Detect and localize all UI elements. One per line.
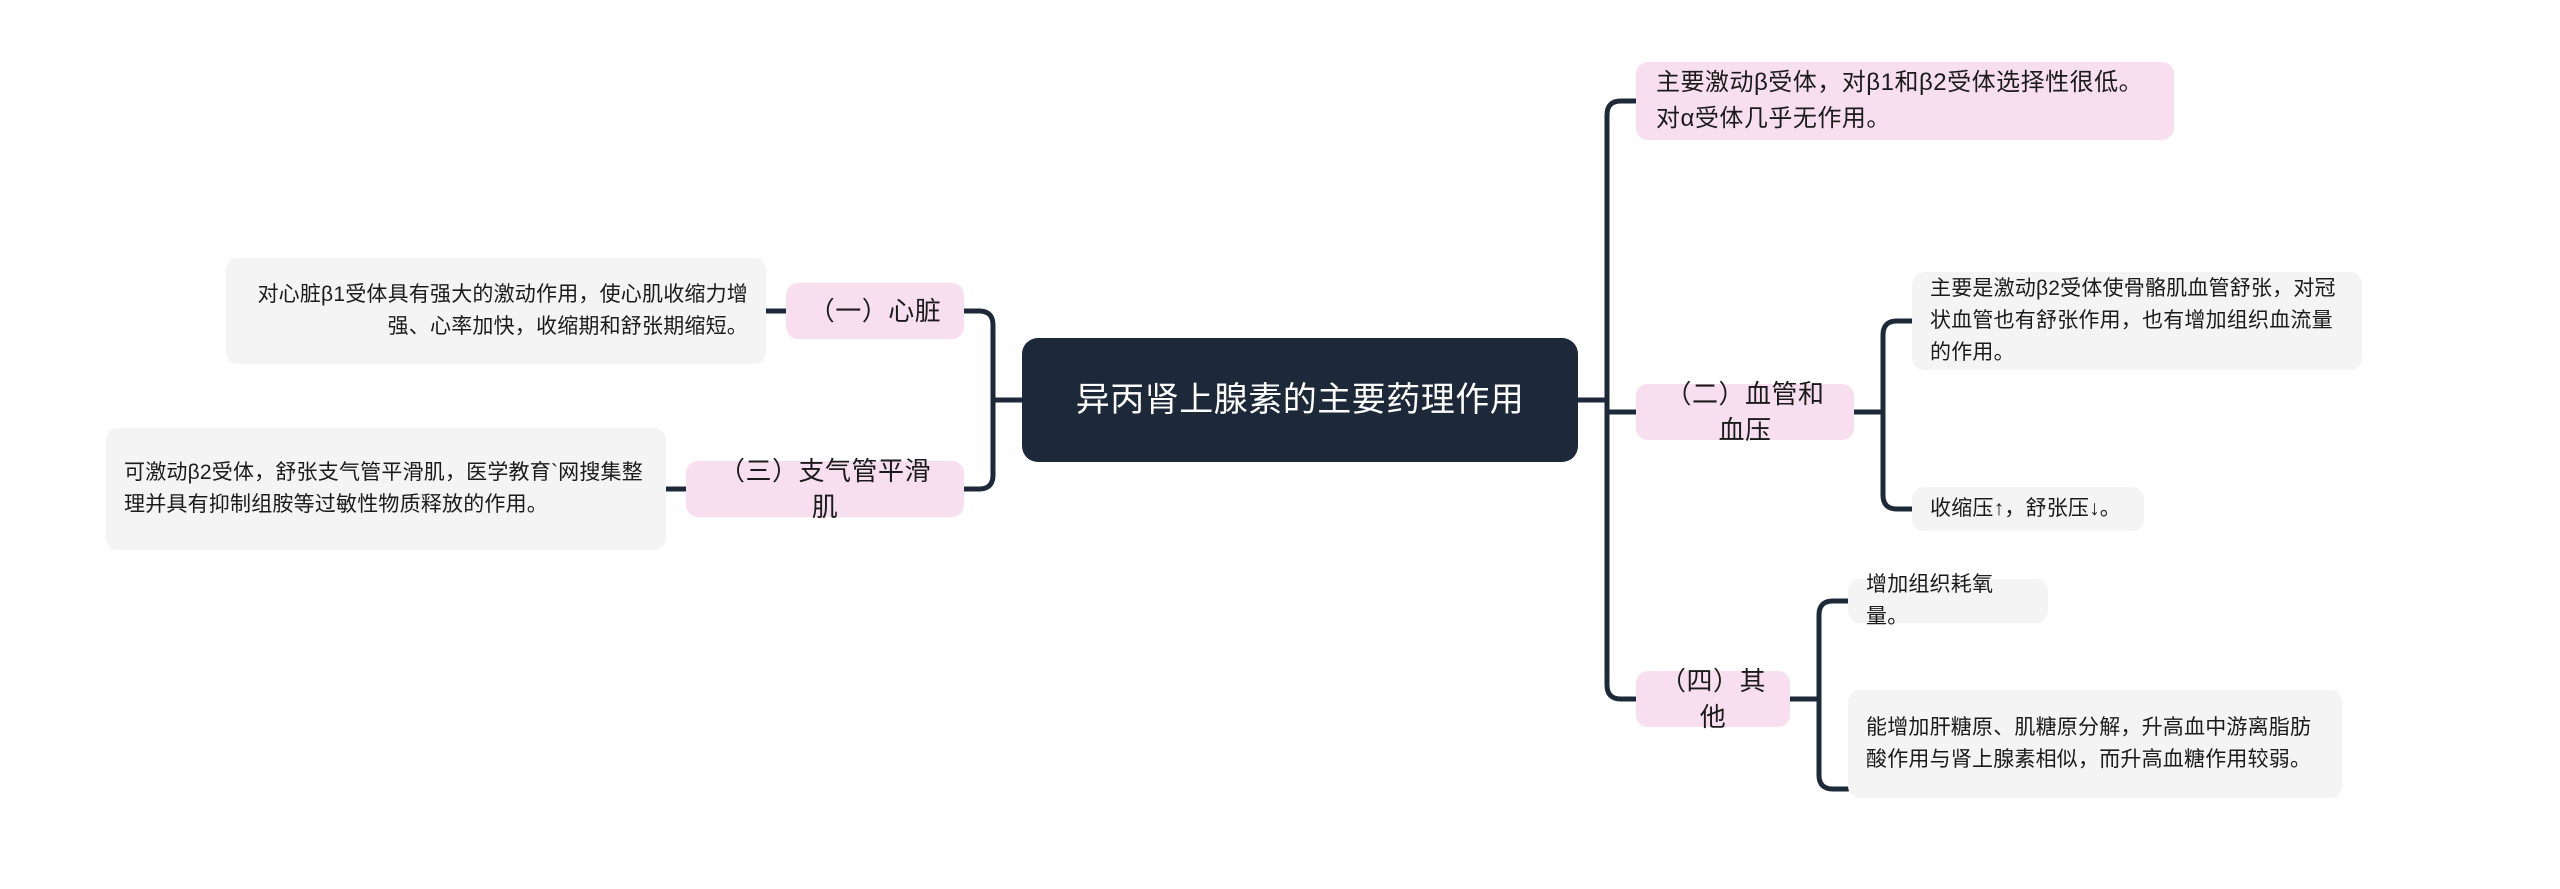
link-right-to-other bbox=[1604, 677, 1639, 702]
leaf-node-other-detail-1[interactable]: 增加组织耗氧量。 bbox=[1848, 573, 2048, 628]
branch-label-bronchial: （三）支气管平滑肌 bbox=[718, 455, 931, 522]
leaf-text-vessel-detail-2: 收缩压↑，舒张压↓。 bbox=[1930, 497, 2121, 521]
branch-node-bronchial[interactable]: （三）支气管平滑肌 bbox=[686, 456, 964, 522]
root-node-label: 异丙肾上腺素的主要药理作用 bbox=[1075, 380, 1525, 419]
leaf-text-bronchial-detail: 可激动β2受体，舒张支气管平滑肌，医学教育`网搜集整理并具有抑制组胺等过敏性物质… bbox=[124, 461, 643, 516]
leaf-text-vessel-detail-1: 主要是激动β2受体使骨骼肌血管舒张，对冠状血管也有舒张作用，也有增加组织血流量的… bbox=[1930, 277, 2336, 364]
branch-label-other: （四）其他 bbox=[1659, 665, 1766, 732]
leaf-node-vessel-detail-1[interactable]: 主要是激动β2受体使骨骼肌血管舒张，对冠状血管也有舒张作用，也有增加组织血流量的… bbox=[1912, 272, 2362, 370]
leaf-node-bronchial-detail[interactable]: 可激动β2受体，舒张支气管平滑肌，医学教育`网搜集整理并具有抑制组胺等过敏性物质… bbox=[106, 428, 666, 550]
branch-label-vessel: （二）血管和血压 bbox=[1665, 378, 1825, 445]
leaf-text-other-detail-2: 能增加肝糖原、肌糖原分解，升高血中游离脂肪酸作用与肾上腺素相似，而升高血糖作用较… bbox=[1866, 716, 2312, 771]
leaf-node-other-detail-2[interactable]: 能增加肝糖原、肌糖原分解，升高血中游离脂肪酸作用与肾上腺素相似，而升高血糖作用较… bbox=[1848, 690, 2342, 798]
branch-label-receptor: 主要激动β受体，对β1和β2受体选择性很低。对α受体几乎无作用。 bbox=[1656, 69, 2144, 132]
link-right-to-receptor bbox=[1604, 98, 1639, 123]
branch-node-heart[interactable]: （一）心脏 bbox=[786, 283, 964, 339]
link-other-to-detail1 bbox=[1816, 598, 1851, 623]
link-vessel-to-detail2 bbox=[1880, 487, 1915, 512]
link-left-to-bronchial bbox=[961, 467, 996, 492]
leaf-text-other-detail-1: 增加组织耗氧量。 bbox=[1866, 573, 1994, 628]
leaf-text-heart-detail: 对心脏β1受体具有强大的激动作用，使心肌收缩力增强、心率加快，收缩期和舒张期缩短… bbox=[257, 283, 748, 338]
branch-node-receptor[interactable]: 主要激动β受体，对β1和β2受体选择性很低。对α受体几乎无作用。 bbox=[1636, 62, 2174, 140]
link-left-to-heart bbox=[961, 308, 996, 333]
branch-node-vessel[interactable]: （二）血管和血压 bbox=[1636, 379, 1854, 445]
branch-node-other[interactable]: （四）其他 bbox=[1636, 666, 1790, 732]
leaf-node-heart-detail[interactable]: 对心脏β1受体具有强大的激动作用，使心肌收缩力增强、心率加快，收缩期和舒张期缩短… bbox=[226, 258, 766, 364]
link-other-to-detail2 bbox=[1816, 767, 1851, 792]
branch-label-heart: （一）心脏 bbox=[808, 295, 942, 326]
link-vessel-to-detail1 bbox=[1880, 318, 1915, 343]
leaf-node-vessel-detail-2[interactable]: 收缩压↑，舒张压↓。 bbox=[1912, 487, 2144, 531]
root-node[interactable]: 异丙肾上腺素的主要药理作用 bbox=[1022, 338, 1578, 462]
